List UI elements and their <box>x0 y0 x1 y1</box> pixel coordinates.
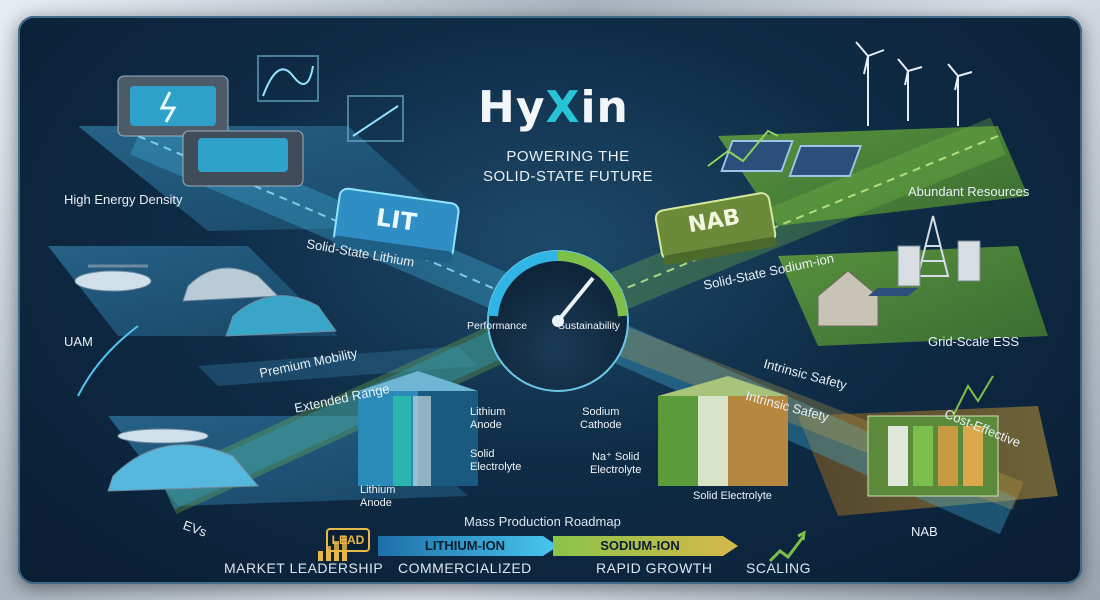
vehicles-illustration <box>74 264 337 492</box>
stage-rapid-growth: RAPID GROWTH <box>596 560 713 576</box>
cell-label-lithium-anode-top: Lithium Anode <box>470 406 505 432</box>
cell-label-lithium-anode-bottom: Lithium Anode <box>360 484 395 510</box>
brand-accent: X <box>545 82 581 133</box>
feature-uam: UAM <box>64 334 93 349</box>
lit-chip-label: LIT <box>374 203 419 237</box>
brand-logo: HyXin <box>478 82 629 133</box>
gauge-sustainability-label: Sustainability <box>558 320 620 332</box>
cell-label-line: Lithium <box>360 484 396 496</box>
pathway-diagram <box>48 41 1058 563</box>
roadmap-arrows <box>378 536 738 556</box>
cell-label-line: Electrolyte <box>590 464 642 476</box>
infographic-panel: HyXin POWERING THE SOLID-STATE FUTURE LI… <box>18 16 1082 584</box>
feature-grid-scale-ess: Grid-Scale ESS <box>928 334 1020 349</box>
gauge-performance-label: Performance <box>467 320 528 332</box>
cell-label-line: Cathode <box>580 419 622 431</box>
lithium-cell-illustration <box>358 371 478 486</box>
cell-label-line: Electrolyte <box>470 461 522 473</box>
cell-label-line: Anode <box>470 419 502 431</box>
tagline-line2: SOLID-STATE FUTURE <box>482 168 654 185</box>
feature-high-energy-density: High Energy Density <box>64 192 183 207</box>
tagline-line1: POWERING THE <box>506 148 630 165</box>
lead-badge: LEAD <box>326 528 370 552</box>
feature-nab: NAB <box>911 524 938 539</box>
stage-scaling: SCALING <box>746 560 811 576</box>
brand-prefix: Hy <box>478 82 546 133</box>
nab-chip <box>654 192 777 266</box>
cell-label-line: Na⁺ Solid <box>591 451 640 463</box>
cell-label-solid-electrolyte: Solid Electrolyte <box>470 448 521 474</box>
grid-illustration <box>817 215 981 327</box>
cell-label-line: Lithium <box>470 406 506 418</box>
roadmap-title: Mass Production Roadmap <box>464 514 621 529</box>
roadmap-arrow-sodium-ion: SODIUM-ION <box>600 538 680 553</box>
stage-market-leadership: MARKET LEADERSHIP <box>224 560 384 576</box>
cell-label-solid-electrolyte-na: Solid Electrolyte <box>693 490 772 502</box>
sodium-cell-illustration <box>658 376 788 486</box>
cell-label-line: Sodium <box>582 406 620 418</box>
stage-commercialized: COMMERCIALIZED <box>398 560 532 576</box>
cell-label-line: Anode <box>360 497 392 509</box>
feature-abundant-resources: Abundant Resources <box>908 184 1030 199</box>
lit-chip <box>332 187 460 264</box>
roadmap-arrow-lithium-ion: LITHIUM-ION <box>424 538 506 553</box>
battery-pack-illustration <box>117 75 304 187</box>
cell-label-na-solid-electrolyte: Na⁺ Solid Electrolyte <box>590 451 641 477</box>
battery-bank-illustration <box>867 415 999 497</box>
trend-sparklines <box>77 55 994 417</box>
cell-label-sodium-cathode: Sodium Cathode <box>580 406 622 432</box>
cell-label-line: Solid <box>470 448 495 460</box>
performance-sustainability-gauge <box>487 250 629 392</box>
renewables-illustration <box>720 41 973 177</box>
brand-suffix: in <box>580 82 629 133</box>
